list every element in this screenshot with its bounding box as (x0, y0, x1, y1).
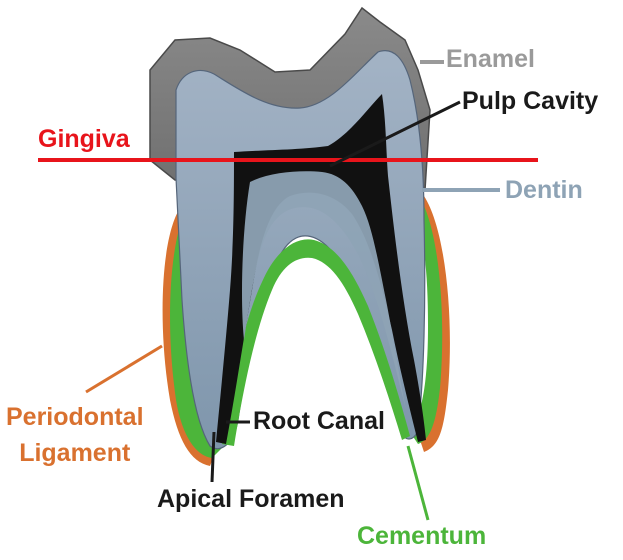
cementum-label: Cementum (357, 522, 487, 550)
enamel-label: Enamel (446, 45, 535, 73)
apical-foramen-leader (210, 431, 216, 483)
periodontal-label-line1: Periodontal (6, 403, 144, 431)
dentin-label: Dentin (505, 176, 583, 204)
periodontal-label-line2: Ligament (19, 439, 131, 467)
cementum-furcation (222, 239, 410, 446)
periodontal-leader (85, 344, 163, 394)
periodontal-ligament-label: Periodontal Ligament (6, 399, 144, 471)
periodontal-ligament-right (418, 196, 450, 452)
cementum-leader (406, 445, 430, 521)
gingiva-label: Gingiva (38, 125, 130, 153)
pulp-inner-dentin (242, 171, 406, 410)
root-canal-label: Root Canal (253, 407, 385, 435)
pulp-cavity-label: Pulp Cavity (462, 87, 599, 115)
pulp-cavity-leader (329, 100, 461, 168)
cementum-right (410, 198, 443, 444)
apical-foramen-label: Apical Foramen (157, 485, 345, 513)
